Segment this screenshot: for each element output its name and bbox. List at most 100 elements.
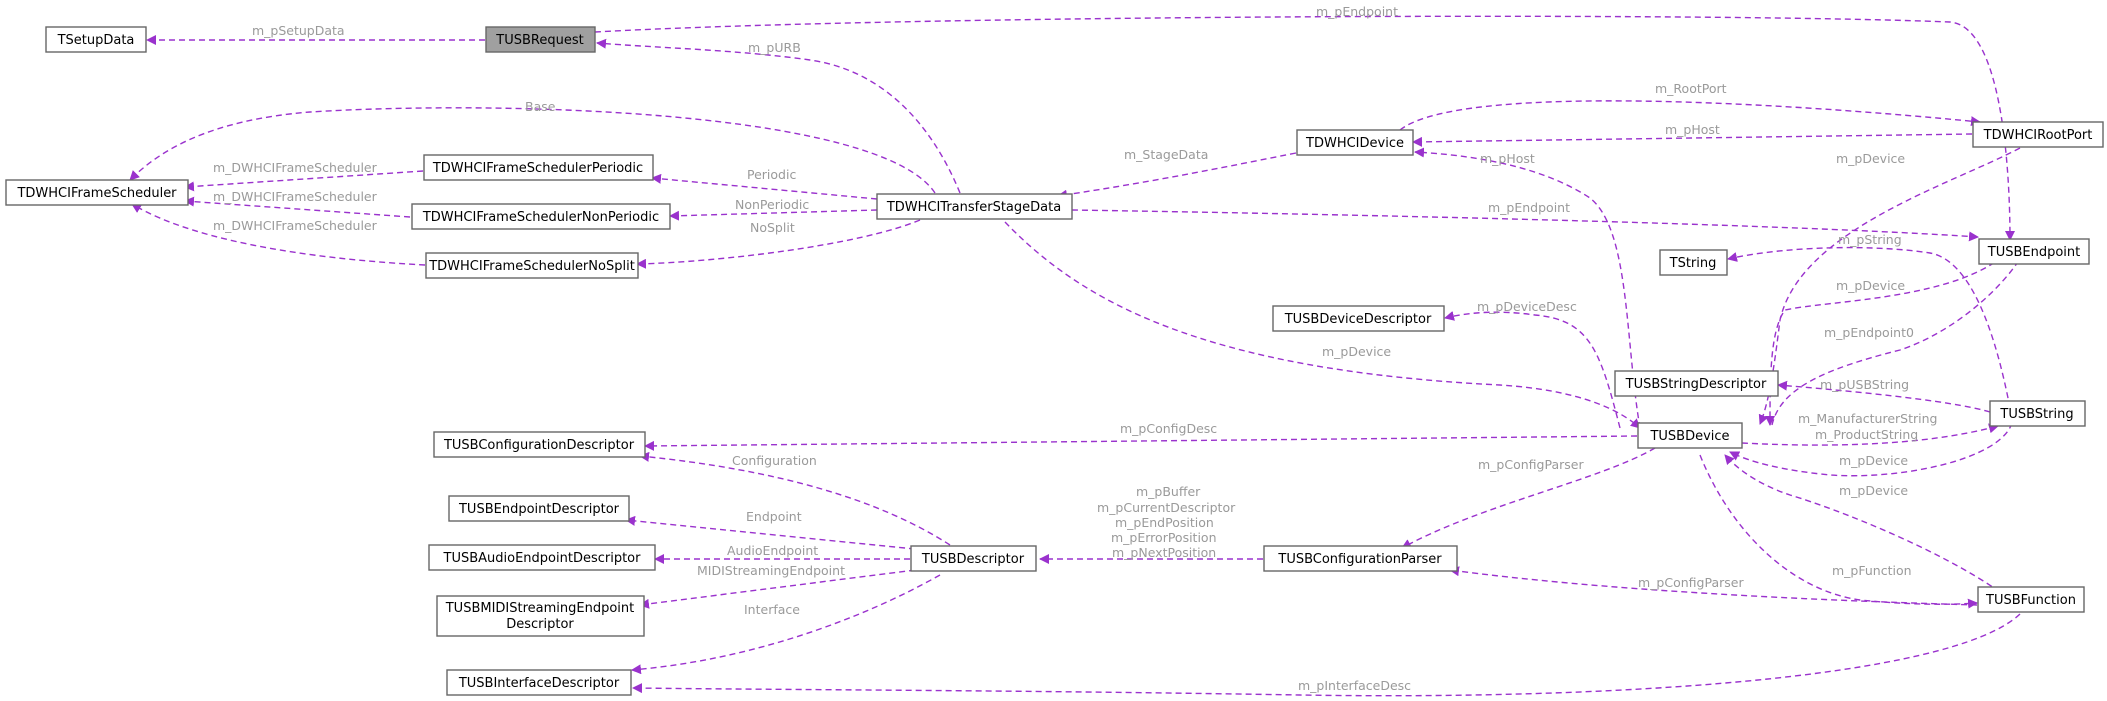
node-label: TUSBRequest (495, 33, 583, 48)
node-tusbrequest[interactable]: TUSBRequest (485, 26, 596, 53)
node-tusbdescriptor[interactable]: TUSBDescriptor (910, 545, 1037, 572)
node-label: TUSBFunction (1985, 593, 2076, 608)
label-m-pdevice-function: m_pDevice (1839, 483, 1908, 498)
edge-endpoint (625, 515, 916, 550)
node-tstring[interactable]: TString (1659, 249, 1728, 276)
label-nonperiodic: NonPeriodic (735, 197, 809, 212)
node-audioendpointdescriptor[interactable]: TUSBAudioEndpointDescriptor (428, 544, 656, 571)
edge-pdevicedesc (1444, 311, 1621, 429)
node-rootport[interactable]: TDWHCIRootPort (1972, 121, 2104, 148)
node-devicedescriptor[interactable]: TUSBDeviceDescriptor (1272, 305, 1445, 332)
node-label-line1: TUSBMIDIStreamingEndpoint (445, 601, 635, 616)
label-periodic: Periodic (747, 167, 796, 182)
edge-nonperiodic (669, 209, 878, 221)
label-m-purb: m_pURB (748, 40, 801, 55)
edge-pfunction (1699, 454, 1978, 609)
node-tsetupdata[interactable]: TSetupData (45, 26, 147, 53)
edge-phost-device (1414, 147, 1641, 429)
label-m-pendpoint-ts: m_pEndpoint (1488, 200, 1570, 215)
node-framescheduler[interactable]: TDWHCIFrameScheduler (5, 179, 189, 206)
edge-periodic (651, 173, 878, 200)
label-m-productstring: m_ProductString (1815, 427, 1918, 442)
label-midistreamingendpoint: MIDIStreamingEndpoint (697, 563, 845, 578)
node-label: TUSBEndpoint (1987, 245, 2081, 260)
label-m-stagedata: m_StageData (1124, 147, 1208, 162)
label-m-dwhci-fs-3: m_DWHCIFrameScheduler (213, 218, 378, 233)
label-m-dwhci-fs-1: m_DWHCIFrameScheduler (213, 160, 378, 175)
edge-phost-rootport (1412, 133, 1973, 147)
label-m-pendpoint-top: m_pEndpoint (1316, 4, 1398, 19)
node-label: TString (1669, 256, 1717, 271)
label-m-pconfigparser-device: m_pConfigParser (1478, 457, 1584, 472)
edge-pstring (1727, 246, 2011, 409)
node-label: TDWHCIFrameSchedulerNonPeriodic (422, 210, 659, 225)
label-m-pbuffer: m_pBuffer (1136, 484, 1201, 499)
node-interfacedescriptor[interactable]: TUSBInterfaceDescriptor (446, 669, 632, 696)
node-label: TUSBDescriptor (921, 552, 1025, 567)
label-m-perrorposition: m_pErrorPosition (1111, 530, 1217, 545)
node-tusbdevice[interactable]: TUSBDevice (1637, 422, 1743, 449)
edge-fs-nonperiodic (184, 196, 411, 218)
edges (129, 15, 2026, 697)
node-configdescriptor[interactable]: TUSBConfigurationDescriptor (433, 431, 646, 458)
node-tusbendpoint[interactable]: TUSBEndpoint (1978, 238, 2090, 265)
node-label: TUSBEndpointDescriptor (458, 502, 620, 517)
edge-pdevice-string (1729, 422, 2013, 477)
label-m-rootport: m_RootPort (1655, 81, 1727, 96)
label-m-pconfigdesc: m_pConfigDesc (1120, 421, 1217, 436)
node-label: TUSBDevice (1649, 429, 1729, 444)
node-label: TDWHCIFrameSchedulerPeriodic (432, 161, 643, 176)
edge-nosplit (636, 219, 921, 269)
label-m-pnextposition: m_pNextPosition (1112, 545, 1216, 560)
node-fs-nonperiodic[interactable]: TDWHCIFrameSchedulerNonPeriodic (411, 203, 671, 230)
edge-base (129, 107, 936, 194)
edge-configuration (639, 451, 951, 546)
label-m-phost-device: m_pHost (1480, 151, 1535, 166)
label-m-dwhci-fs-2: m_DWHCIFrameScheduler (213, 189, 378, 204)
edge-pconfigparser-function (1449, 566, 1978, 606)
node-endpointdescriptor[interactable]: TUSBEndpointDescriptor (448, 495, 630, 522)
label-audioendpoint: AudioEndpoint (727, 543, 818, 558)
node-label: TDWHCIFrameScheduler (16, 186, 177, 201)
label-m-pdevice-string: m_pDevice (1839, 453, 1908, 468)
edge-pendpoint0 (1771, 249, 2026, 426)
edge-labels: m_pSetupData m_pEndpoint m_pURB Base m_R… (213, 4, 1937, 693)
node-stringdescriptor[interactable]: TUSBStringDescriptor (1614, 370, 1779, 397)
node-label: TUSBConfigurationParser (1277, 552, 1442, 567)
edge-pdevice-ts (1004, 221, 1641, 429)
label-configuration: Configuration (732, 453, 817, 468)
node-dwhcidevice[interactable]: TDWHCIDevice (1296, 129, 1414, 156)
edge-purb (596, 38, 961, 194)
node-label: TUSBConfigurationDescriptor (443, 438, 635, 453)
label-m-pstring: m_pString (1838, 232, 1902, 247)
node-configparser[interactable]: TUSBConfigurationParser (1263, 545, 1458, 572)
label-m-pdevicedesc: m_pDeviceDesc (1477, 299, 1577, 314)
label-m-pinterfacedesc: m_pInterfaceDesc (1298, 678, 1411, 693)
edge-endpoint-top (594, 15, 2015, 241)
node-tusbstring[interactable]: TUSBString (1989, 400, 2086, 427)
label-nosplit: NoSplit (750, 220, 795, 235)
edge-rootport (1399, 100, 1981, 131)
node-tusbfunction[interactable]: TUSBFunction (1977, 586, 2085, 613)
node-label-line2: Descriptor (506, 617, 574, 632)
label-m-psetupdata: m_pSetupData (252, 23, 345, 38)
label-interface: Interface (744, 602, 800, 617)
node-label: TUSBDeviceDescriptor (1284, 312, 1432, 327)
node-label: TDWHCIFrameSchedulerNoSplit (428, 259, 635, 274)
node-label: TUSBAudioEndpointDescriptor (443, 551, 642, 566)
label-m-pusbstring: m_pUSBString (1820, 377, 1909, 392)
node-fs-nosplit[interactable]: TDWHCIFrameSchedulerNoSplit (425, 252, 639, 279)
node-transferstagedata[interactable]: TDWHCITransferStageData (876, 193, 1073, 220)
edge-midistreaming (639, 569, 916, 609)
edge-pinterfacedesc (632, 613, 2021, 697)
label-base: Base (525, 99, 556, 114)
node-fs-periodic[interactable]: TDWHCIFrameSchedulerPeriodic (423, 154, 654, 181)
node-midistreamingdescriptor[interactable]: TUSBMIDIStreamingEndpoint Descriptor (436, 595, 645, 637)
node-label: TUSBStringDescriptor (1625, 377, 1767, 392)
edge-manufacturerstring (1741, 423, 1999, 446)
node-label: TDWHCIDevice (1305, 136, 1404, 151)
label-m-phost-rootport: m_pHost (1665, 122, 1720, 137)
nodes: TSetupData TUSBRequest TDWHCIFrameSchedu… (5, 26, 2104, 696)
label-m-pconfigparser-function: m_pConfigParser (1638, 575, 1744, 590)
